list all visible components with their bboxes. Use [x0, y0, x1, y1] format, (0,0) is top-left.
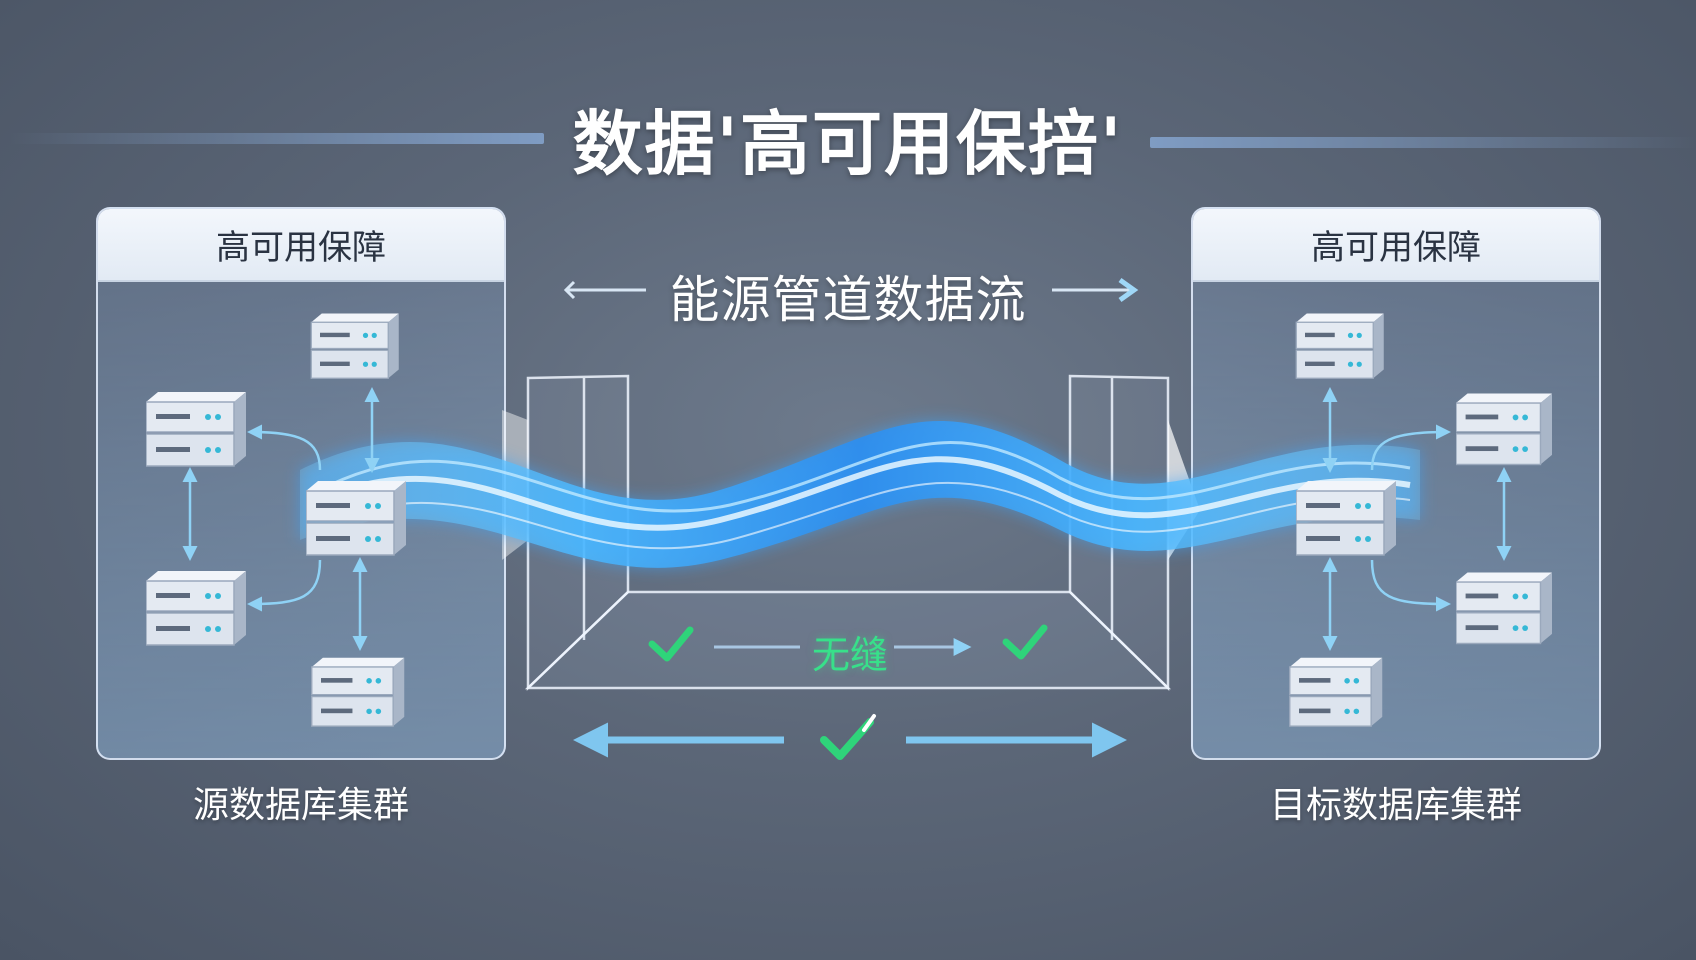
seamless-row: [648, 624, 1048, 662]
server-icon: [146, 570, 246, 646]
check-icon: [1002, 624, 1048, 660]
server-icon: [1456, 571, 1552, 645]
page-title: 数据'高可用保掊': [572, 103, 1124, 185]
source-panel-header: 高可用保障: [98, 209, 504, 282]
target-cluster-caption: 目标数据库集群: [1269, 785, 1522, 826]
data-stream-wave: [300, 421, 1420, 568]
title-divider-right: [1150, 137, 1696, 148]
server-icon: [310, 656, 406, 727]
title-divider-left: [10, 133, 544, 144]
server-icon: [1295, 312, 1385, 380]
server-icon: [310, 312, 400, 380]
arrow-left-icon: [563, 280, 576, 300]
bottom-arrows: [573, 714, 1127, 760]
source-cluster-caption: 源数据库集群: [192, 785, 409, 826]
flow-label-arrows: [563, 277, 1139, 303]
source-arrows: [182, 387, 380, 651]
server-icon: [306, 480, 406, 556]
server-icon: [1288, 656, 1384, 727]
target-panel-header: 高可用保障: [1193, 209, 1599, 282]
source-servers: [146, 312, 406, 727]
server-icon: [1456, 392, 1552, 466]
check-icon: [820, 718, 874, 760]
seamless-label: 无缝: [811, 633, 888, 677]
target-servers: [1288, 312, 1552, 727]
check-icon: [648, 626, 694, 662]
server-icon: [146, 391, 246, 467]
arrow-right-icon: [1118, 277, 1139, 303]
flow-label: 能源管道数据流: [669, 271, 1027, 329]
target-arrows: [1322, 387, 1512, 651]
server-icon: [1296, 480, 1396, 556]
